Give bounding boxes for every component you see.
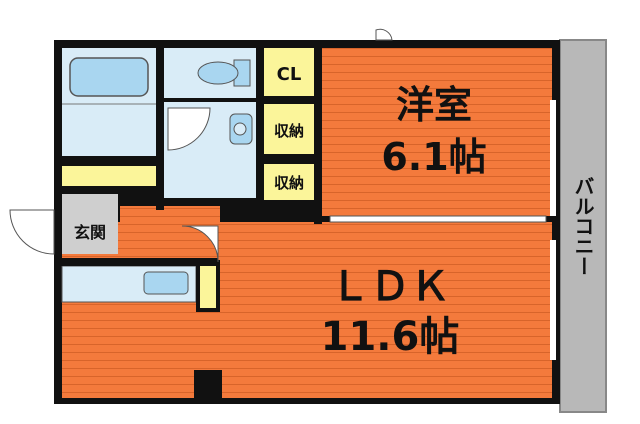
storage-lower-label: 収納	[274, 174, 304, 192]
top-door-icon	[375, 28, 393, 41]
western-room-size: 6.1帖	[381, 135, 486, 179]
toilet-icon	[197, 59, 251, 87]
ldk-name: ＬＤＫ	[330, 264, 450, 310]
western-room-name: 洋室	[396, 83, 472, 127]
storage-upper-floor	[264, 104, 314, 154]
western-room-floor	[322, 48, 552, 216]
window-right-upper	[550, 100, 556, 216]
sink-icon	[229, 113, 253, 145]
wall-kitchen-top	[58, 258, 218, 266]
bathtub	[69, 57, 149, 97]
balcony: バルコニー	[559, 39, 607, 413]
closet-floor	[264, 48, 314, 96]
balcony-label: バルコニー	[571, 176, 595, 276]
storage-lower-floor	[264, 164, 314, 200]
kitchen-sink	[143, 271, 189, 295]
washroom-door-icon	[167, 107, 211, 151]
storage-upper-label: 収納	[274, 122, 304, 140]
entrance-label: 玄関	[74, 223, 106, 242]
entrance-door-icon	[9, 209, 55, 255]
hallway-floor	[120, 206, 220, 226]
fridge-space	[196, 260, 220, 312]
entrance-floor	[62, 194, 118, 254]
wall-wash-right	[256, 44, 264, 204]
wall-western-left	[314, 44, 322, 224]
window-right-lower	[550, 240, 556, 360]
shoe-cabinet	[62, 166, 156, 186]
sliding-door	[329, 215, 547, 223]
ldk-floor	[62, 222, 552, 398]
wall-bath-right	[156, 44, 164, 210]
closet-label: CL	[277, 64, 302, 85]
structural-column	[194, 370, 222, 398]
ldk-size: 11.6帖	[321, 314, 460, 360]
ldk-door-icon	[181, 225, 219, 263]
